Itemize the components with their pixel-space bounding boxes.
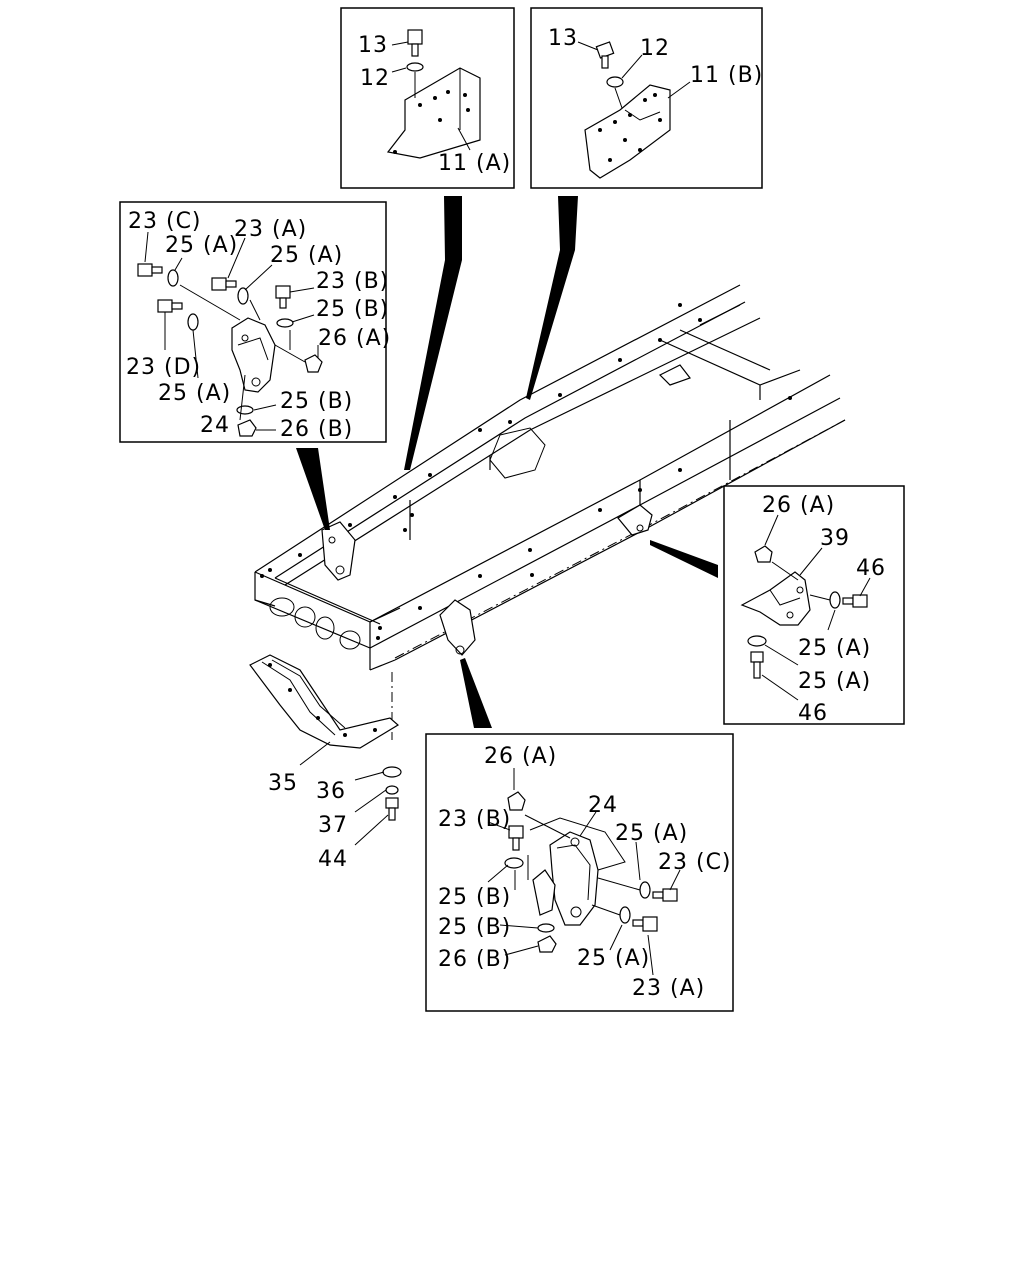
label-26a-l: 26 (A) — [318, 326, 391, 351]
label-26b-l: 26 (B) — [280, 417, 353, 442]
label-23d-l: 23 (D) — [126, 355, 201, 380]
label-13-b: 13 — [548, 26, 578, 51]
chassis-frame — [254, 284, 846, 740]
crossmember-35 — [249, 654, 400, 749]
label-25b-b2: 25 (B) — [438, 915, 511, 940]
label-25b-l1: 25 (B) — [316, 297, 389, 322]
label-26a-r: 26 (A) — [762, 493, 835, 518]
label-35: 35 — [268, 771, 298, 796]
label-23c-l: 23 (C) — [128, 209, 202, 234]
label-25a-b1: 25 (A) — [615, 821, 688, 846]
leader-wedge-bottom — [460, 658, 492, 728]
frame-bracket-rear — [617, 504, 653, 536]
label-25a-l2: 25 (A) — [270, 243, 343, 268]
label-25b-l2: 25 (B) — [280, 389, 353, 414]
bolt-44 — [385, 797, 399, 821]
label-23c-b: 23 (C) — [658, 850, 732, 875]
label-46-r2: 46 — [798, 701, 828, 726]
leader-wedge-right — [650, 540, 718, 578]
label-26a-b: 26 (A) — [484, 744, 557, 769]
detail-box-11a: 13 12 11 (A) — [340, 7, 515, 189]
detail-box-bracket-24-left: 23 (C) 25 (A) 23 (A) 25 (A) 23 (B) 25 (B… — [119, 201, 391, 443]
label-46-r1: 46 — [856, 556, 886, 581]
detail-box-bracket-24-bottom: 26 (A) 24 23 (B) 25 (A) 23 (C) 25 (B) 25… — [425, 733, 734, 1012]
label-13-a: 13 — [358, 33, 388, 58]
label-23b-l: 23 (B) — [316, 269, 389, 294]
washer-36 — [382, 766, 402, 778]
label-12-a: 12 — [360, 66, 390, 91]
leader-wedge-top-right — [526, 196, 578, 400]
washer-37 — [385, 785, 399, 795]
frame-bracket-left — [321, 521, 356, 581]
label-25a-b2: 25 (A) — [577, 946, 650, 971]
label-39: 39 — [820, 526, 850, 551]
label-24-l: 24 — [200, 413, 230, 438]
detail-box-11b: 13 12 11 (B) — [530, 7, 763, 189]
label-25a-l3: 25 (A) — [158, 381, 231, 406]
label-11a: 11 (A) — [438, 151, 511, 176]
detail-box-bracket-39: 26 (A) 39 46 25 (A) 25 (A) 46 — [723, 485, 905, 726]
label-36: 36 — [316, 779, 346, 804]
label-25a-r1: 25 (A) — [798, 636, 871, 661]
leader-wedge-left — [296, 448, 330, 530]
label-44: 44 — [318, 847, 348, 872]
label-12-b: 12 — [640, 36, 670, 61]
label-23a-b: 23 (A) — [632, 976, 705, 1001]
label-23a-l: 23 (A) — [234, 217, 307, 242]
label-25b-b1: 25 (B) — [438, 885, 511, 910]
label-25a-r2: 25 (A) — [798, 669, 871, 694]
leader-wedge-top-left — [404, 196, 462, 470]
label-26b-b: 26 (B) — [438, 947, 511, 972]
label-25a-l1: 25 (A) — [165, 233, 238, 258]
frame-bracket-inner — [658, 364, 691, 386]
label-23b-b: 23 (B) — [438, 807, 511, 832]
label-24-b: 24 — [588, 793, 618, 818]
label-11b: 11 (B) — [690, 63, 763, 88]
label-37: 37 — [318, 813, 348, 838]
frame-bracket-right — [439, 599, 476, 656]
